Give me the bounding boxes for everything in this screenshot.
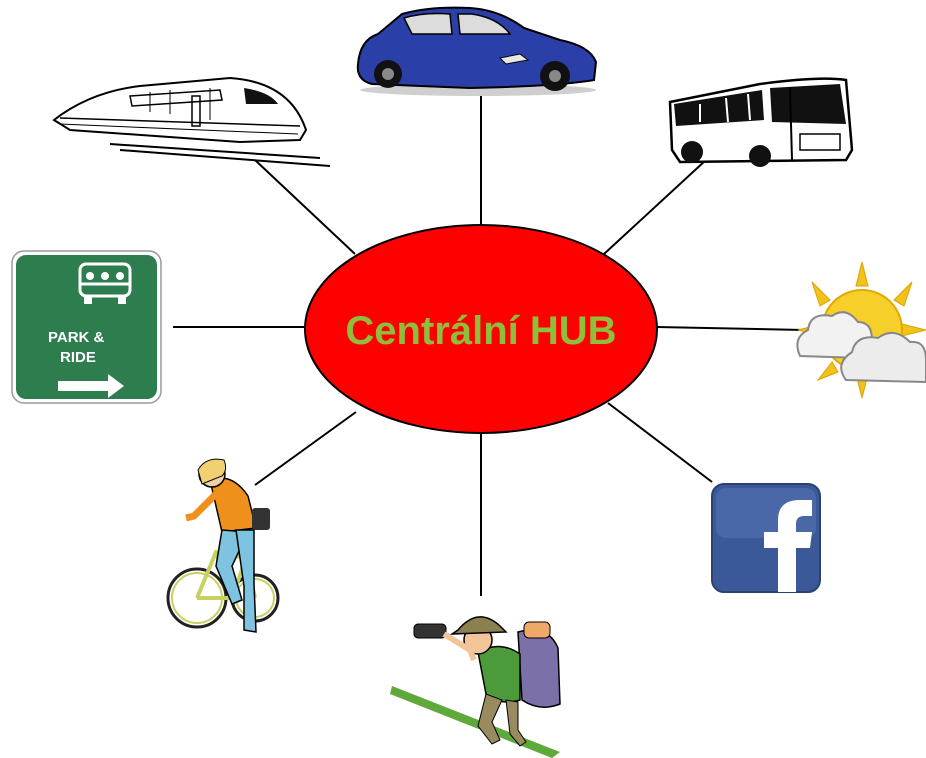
connectors <box>173 92 805 596</box>
connector-cyclist <box>254 411 357 486</box>
hub-ellipse <box>304 224 658 434</box>
park-ride-line2: RIDE <box>60 349 96 366</box>
connector-facebook <box>607 402 713 483</box>
weather-icon <box>796 261 926 399</box>
hub-label: Centrální HUB <box>345 309 616 353</box>
facebook-icon <box>711 483 821 593</box>
bus-icon <box>668 77 854 167</box>
cyclist-icon <box>166 458 280 633</box>
hiker-icon <box>390 616 561 758</box>
park-ride-line1: PARK & <box>48 329 105 346</box>
connector-bus <box>603 159 707 255</box>
car-icon <box>356 6 598 96</box>
connector-train <box>254 159 356 255</box>
train-icon <box>52 76 331 167</box>
connector-weather <box>656 326 805 331</box>
park-and-ride-sign-icon: PARK & RIDE <box>11 250 162 404</box>
central-hub: Centrální HUB <box>304 224 658 434</box>
